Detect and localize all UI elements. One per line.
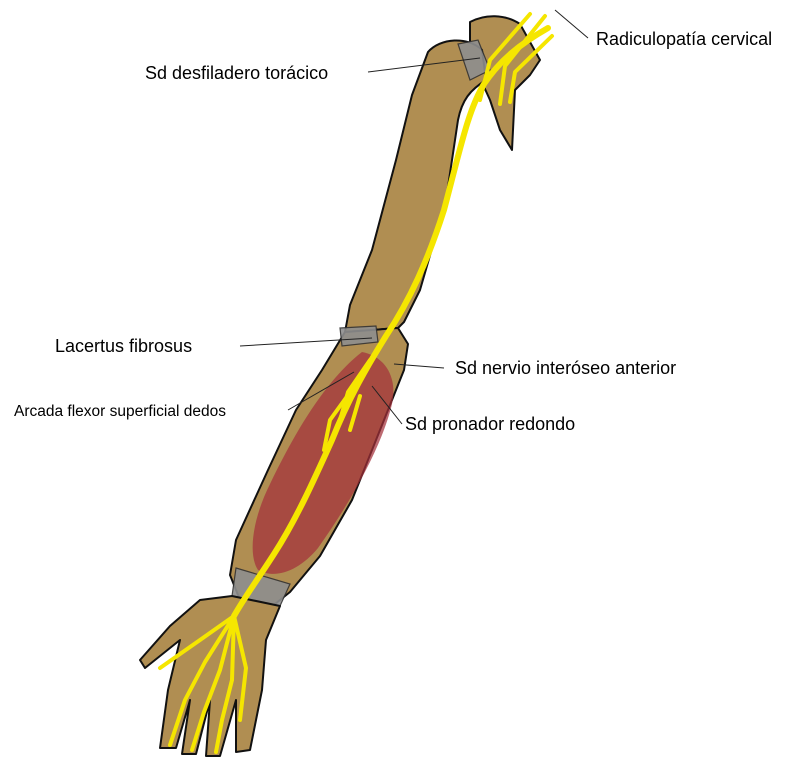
leader-radiculopatia	[555, 10, 588, 38]
label-desfiladero: Sd desfiladero torácico	[145, 63, 328, 83]
lacertus-band	[340, 326, 378, 346]
label-interoseo: Sd nervio interóseo anterior	[455, 358, 676, 378]
hand	[140, 596, 280, 756]
label-lacertus: Lacertus fibrosus	[55, 336, 192, 356]
label-radiculopatia: Radiculopatía cervical	[596, 29, 772, 49]
label-arcada: Arcada flexor superficial dedos	[14, 403, 226, 420]
arm-illustration	[140, 14, 552, 756]
label-pronador: Sd pronador redondo	[405, 414, 575, 434]
